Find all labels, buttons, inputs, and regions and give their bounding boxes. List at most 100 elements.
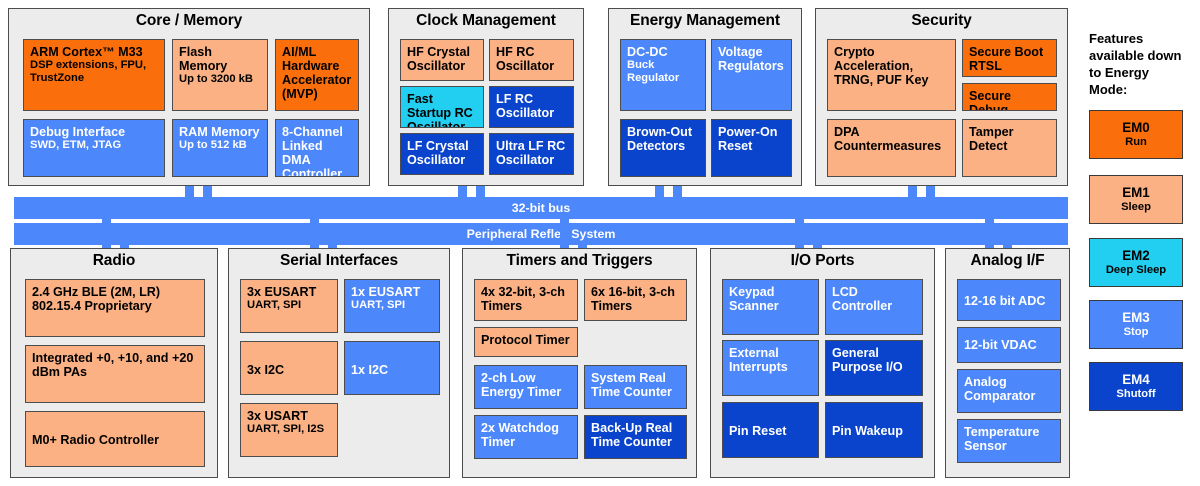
block-title: 12-16 bit ADC: [964, 294, 1046, 308]
block-crypto-acceleration[interactable]: Crypto Acceleration, TRNG, PUF Key: [827, 39, 956, 111]
block-lcd-controller[interactable]: LCD Controller: [825, 279, 923, 335]
block-dc-dc-buck-regulator[interactable]: DC-DC Buck Regulator: [620, 39, 706, 111]
block-voltage-regulators[interactable]: Voltage Regulators: [711, 39, 792, 111]
block-flash-memory[interactable]: Flash Memory Up to 3200 kB: [172, 39, 268, 111]
block-title: 3x EUSART: [247, 285, 317, 299]
block-secure-boot-rtsl[interactable]: Secure Boot RTSL: [962, 39, 1057, 77]
legend-item-em0[interactable]: EM0 Run: [1089, 110, 1183, 159]
group-title: I/O Ports: [790, 252, 855, 269]
block-lf-rc-oscillator[interactable]: LF RC Oscillator: [489, 86, 574, 128]
block-brown-out-detectors[interactable]: Brown-Out Detectors: [620, 119, 706, 177]
legend-mode: EM0: [1122, 120, 1150, 135]
block-external-interrupts[interactable]: External Interrupts: [722, 340, 819, 396]
block-pin-reset[interactable]: Pin Reset: [722, 402, 819, 458]
block-dpa-countermeasures[interactable]: DPA Countermeasures: [827, 119, 956, 177]
block-title: RAM Memory: [179, 125, 260, 139]
bus-stub: [655, 186, 664, 198]
block-low-energy-timer[interactable]: 2-ch Low Energy Timer: [474, 365, 578, 409]
bus-stub: [795, 215, 804, 249]
block-subtitle: Buck Regulator: [627, 59, 680, 84]
bus-stub: [102, 215, 111, 249]
block-watchdog-timer[interactable]: 2x Watchdog Timer: [474, 415, 578, 459]
bus-stub: [908, 186, 917, 198]
block-vdac[interactable]: 12-bit VDAC: [957, 327, 1061, 363]
bus-stub: [120, 241, 129, 249]
block-hf-rc-oscillator[interactable]: HF RC Oscillator: [489, 39, 574, 81]
block-6x-16bit-timers[interactable]: 6x 16-bit, 3-ch Timers: [584, 279, 687, 321]
legend-item-em3[interactable]: EM3 Stop: [1089, 300, 1183, 349]
group-title: Clock Management: [416, 12, 556, 29]
legend-state: Shutoff: [1116, 388, 1156, 400]
block-tamper-detect[interactable]: Tamper Detect: [962, 119, 1057, 177]
block-title: Fast Startup RC Oscillator: [407, 92, 473, 128]
block-title: Voltage Regulators: [718, 45, 784, 74]
block-subtitle: SWD, ETM, JTAG: [30, 139, 122, 152]
block-fast-startup-rc-oscillator[interactable]: Fast Startup RC Oscillator: [400, 86, 484, 128]
block-title: 1x I2C: [351, 363, 389, 377]
block-title: 6x 16-bit, 3-ch Timers: [591, 285, 675, 314]
block-general-purpose-io[interactable]: General Purpose I/O: [825, 340, 923, 396]
block-title: Secure Boot RTSL: [969, 45, 1044, 74]
block-title: HF Crystal Oscillator: [407, 45, 470, 74]
block-keypad-scanner[interactable]: Keypad Scanner: [722, 279, 819, 335]
block-debug-interface[interactable]: Debug Interface SWD, ETM, JTAG: [23, 119, 165, 177]
bus-stub: [578, 241, 587, 249]
legend-item-em4[interactable]: EM4 Shutoff: [1089, 362, 1183, 411]
block-system-rtc[interactable]: System Real Time Counter: [584, 365, 687, 409]
legend-item-em1[interactable]: EM1 Sleep: [1089, 175, 1183, 224]
legend-item-em2[interactable]: EM2 Deep Sleep: [1089, 238, 1183, 287]
block-backup-rtc[interactable]: Back-Up Real Time Counter: [584, 415, 687, 459]
block-ai-ml-accelerator[interactable]: AI/ML Hardware Accelerator (MVP): [275, 39, 359, 111]
block-title: DPA Countermeasures: [834, 125, 942, 154]
block-3x-i2c[interactable]: 3x I2C: [240, 341, 338, 395]
legend: Features available down to Energy Mode: …: [1089, 0, 1189, 486]
bus-stub: [458, 186, 467, 198]
bus-stub: [560, 215, 569, 249]
group-radio: Radio 2.4 GHz BLE (2M, LR) 802.15.4 Prop…: [10, 248, 218, 478]
block-title: 2.4 GHz BLE (2M, LR) 802.15.4 Proprietar…: [32, 285, 161, 314]
block-1x-eusart[interactable]: 1x EUSART UART, SPI: [344, 279, 440, 333]
block-title: 2-ch Low Energy Timer: [481, 371, 562, 400]
block-dma-controller[interactable]: 8-Channel Linked DMA Controller: [275, 119, 359, 177]
block-protocol-timer[interactable]: Protocol Timer: [474, 327, 578, 357]
legend-state: Stop: [1123, 326, 1149, 338]
block-adc[interactable]: 12-16 bit ADC: [957, 279, 1061, 321]
legend-mode: EM4: [1122, 372, 1150, 387]
block-hf-crystal-oscillator[interactable]: HF Crystal Oscillator: [400, 39, 484, 81]
block-title: Analog Comparator: [964, 375, 1036, 404]
block-secure-debug[interactable]: Secure Debug: [962, 83, 1057, 111]
group-security: Security Crypto Acceleration, TRNG, PUF …: [815, 8, 1068, 186]
block-title: DC-DC: [627, 45, 668, 59]
block-subtitle: DSP extensions, FPU, TrustZone: [30, 59, 147, 84]
block-ultra-lf-rc-oscillator[interactable]: Ultra LF RC Oscillator: [489, 133, 574, 175]
legend-mode: EM3: [1122, 310, 1150, 325]
bus-stub: [328, 241, 337, 249]
block-title: Integrated +0, +10, and +20 dBm PAs: [32, 351, 194, 380]
block-lf-crystal-oscillator[interactable]: LF Crystal Oscillator: [400, 133, 484, 175]
block-m0-radio-controller[interactable]: M0+ Radio Controller: [25, 411, 205, 467]
block-pin-wakeup[interactable]: Pin Wakeup: [825, 402, 923, 458]
block-title: General Purpose I/O: [832, 346, 903, 375]
block-3x-eusart[interactable]: 3x EUSART UART, SPI: [240, 279, 338, 333]
block-power-on-reset[interactable]: Power-On Reset: [711, 119, 792, 177]
block-3x-usart[interactable]: 3x USART UART, SPI, I2S: [240, 403, 338, 457]
block-arm-cortex-m33[interactable]: ARM Cortex™ M33 DSP extensions, FPU, Tru…: [23, 39, 165, 111]
group-clock-management: Clock Management HF Crystal Oscillator H…: [388, 8, 584, 186]
bus-stub: [1003, 241, 1012, 249]
block-1x-i2c[interactable]: 1x I2C: [344, 341, 440, 395]
block-title: Flash Memory: [179, 45, 228, 74]
block-temperature-sensor[interactable]: Temperature Sensor: [957, 419, 1061, 463]
block-integrated-pas[interactable]: Integrated +0, +10, and +20 dBm PAs: [25, 345, 205, 403]
block-4x-32bit-timers[interactable]: 4x 32-bit, 3-ch Timers: [474, 279, 578, 321]
group-energy-management: Energy Management DC-DC Buck Regulator V…: [608, 8, 802, 186]
block-analog-comparator[interactable]: Analog Comparator: [957, 369, 1061, 413]
block-title: LF RC Oscillator: [496, 92, 555, 121]
block-title: External Interrupts: [729, 346, 788, 375]
block-title: Debug Interface: [30, 125, 126, 139]
block-title: ARM Cortex™ M33: [30, 45, 143, 59]
legend-heading: Features available down to Energy Mode:: [1089, 31, 1182, 97]
block-ram-memory[interactable]: RAM Memory Up to 512 kB: [172, 119, 268, 177]
legend-state: Sleep: [1121, 201, 1151, 213]
block-ble-802154[interactable]: 2.4 GHz BLE (2M, LR) 802.15.4 Proprietar…: [25, 279, 205, 337]
group-analog-if: Analog I/F 12-16 bit ADC 12-bit VDAC Ana…: [945, 248, 1070, 478]
